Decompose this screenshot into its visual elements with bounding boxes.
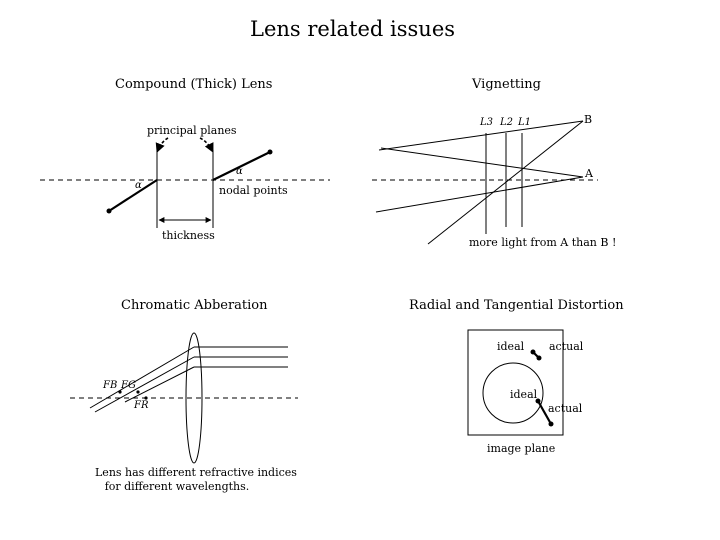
- chromatic-caption-line2: for different wavelengths.: [104, 480, 250, 493]
- incident-ray: [108, 179, 158, 212]
- emergent-ray: [212, 151, 271, 181]
- alpha-1-label: α: [135, 180, 142, 191]
- convex-lens: [185, 332, 203, 464]
- thickness-label: thickness: [162, 229, 215, 242]
- refracted-ray-2: [94, 356, 195, 413]
- ray-b-lower: [427, 120, 584, 245]
- ray-a-lower: [375, 176, 584, 213]
- vignetting-heading: Vignetting: [472, 77, 542, 92]
- emergent-ray-end-dot: [267, 149, 273, 155]
- ray-b-upper: [378, 120, 584, 151]
- tangential-distortion-vector: [537, 400, 552, 425]
- point-b-label: B: [584, 113, 593, 126]
- incident-ray-end-dot: [106, 208, 112, 214]
- chromatic-heading: Chromatic Abberation: [121, 298, 268, 313]
- focus-point-fr: [144, 396, 148, 400]
- distortion-diagram: [467, 329, 564, 436]
- point-a-label: A: [585, 167, 593, 180]
- vignetting-diagram: [372, 120, 598, 245]
- refracted-ray-3: [124, 366, 195, 403]
- principal-planes-pointer-2: [199, 137, 214, 153]
- focus-fb-label: FB: [103, 380, 118, 391]
- image-plane: [467, 329, 564, 436]
- ideal-label-1: ideal: [497, 340, 525, 353]
- compound-lens-diagram: [40, 137, 330, 228]
- ideal-label-2: ideal: [510, 388, 538, 401]
- distortion-circle: [482, 362, 544, 424]
- alpha-2-label: α: [236, 166, 243, 177]
- nodal-points-label: nodal points: [219, 184, 288, 197]
- focus-point-fb: [118, 390, 122, 394]
- distortion-heading: Radial and Tangential Distortion: [409, 298, 624, 313]
- slide-title: Lens related issues: [250, 17, 456, 41]
- chromatic-caption-line1: Lens has different refractive indices: [95, 466, 297, 479]
- actual-point-1: [536, 355, 542, 361]
- lens-l2-label: L2: [500, 117, 514, 128]
- lens-l1-label: L1: [518, 117, 532, 128]
- actual-point-2: [548, 421, 554, 427]
- principal-planes-label: principal planes: [147, 124, 237, 137]
- lens-l3-label: L3: [480, 117, 494, 128]
- actual-label-1: actual: [549, 340, 584, 353]
- vignetting-caption: more light from A than B !: [469, 236, 617, 249]
- focus-fr-label: FR: [134, 400, 149, 411]
- focus-point-fg: [136, 390, 140, 394]
- chromatic-diagram: [70, 332, 298, 464]
- compound-lens-heading: Compound (Thick) Lens: [115, 77, 273, 92]
- principal-planes-pointer-1: [155, 137, 169, 153]
- actual-label-2: actual: [548, 402, 583, 415]
- ray-a-upper: [380, 147, 584, 178]
- refracted-ray-1: [89, 346, 195, 409]
- image-plane-label: image plane: [487, 442, 556, 455]
